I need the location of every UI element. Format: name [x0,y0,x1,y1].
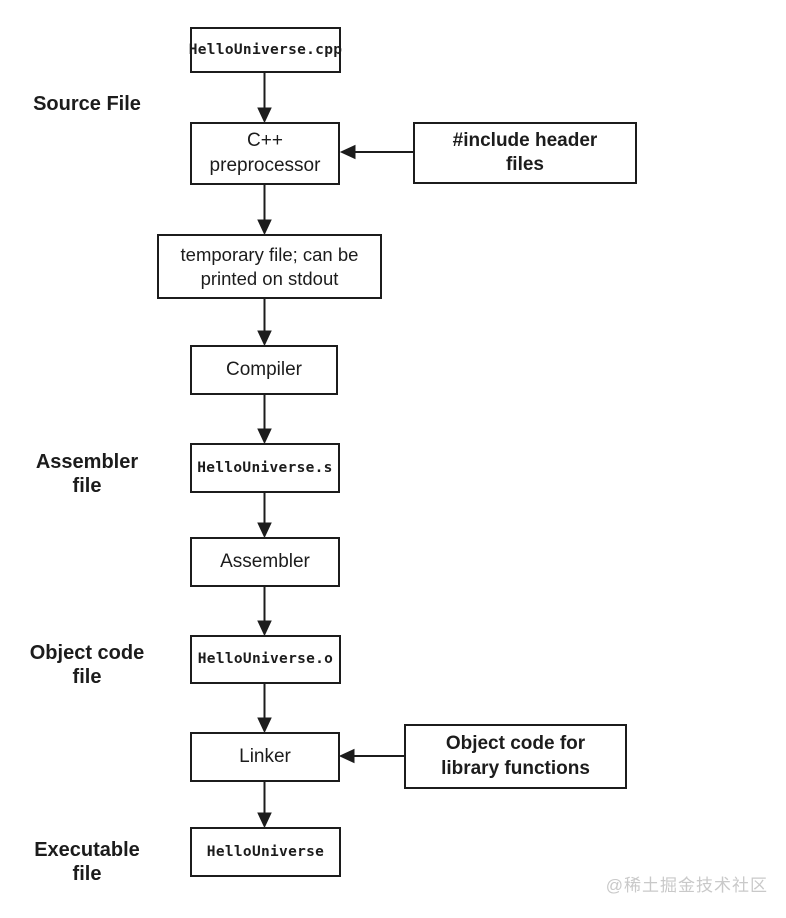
node-object-file: HelloUniverse.o [190,635,341,684]
label-object-code-file: Object code file [29,642,145,688]
node-executable: HelloUniverse [190,827,341,877]
label-assembler-file: Assembler file [35,451,139,497]
node-temporary-file: temporary file; can be printed on stdout [157,234,382,299]
node-cpp-preprocessor: C++ preprocessor [190,122,340,185]
arrow-objectfile-to-linker [257,684,272,734]
node-object-code-library: Object code for library functions [404,724,627,789]
arrow-objectlib-to-linker [338,748,404,764]
node-compiler: Compiler [190,345,338,395]
arrow-preprocessor-to-tempfile [257,185,272,236]
node-linker: Linker [190,732,340,782]
arrow-cpp-to-preprocessor [257,73,272,124]
label-executable-file: Executable file [34,839,140,885]
watermark-text: @稀土掘金技术社区 [605,876,768,895]
arrow-linker-to-executable [257,782,272,829]
node-source-cpp-file: HelloUniverse.cpp [189,27,342,73]
node-include-header-files: #include header files [413,122,637,184]
arrow-compiler-to-assemblyfile [257,395,272,445]
arrow-assemblyfile-to-assembler [257,493,272,539]
label-source-file: Source File [33,93,141,115]
arrow-include-to-preprocessor [339,144,413,160]
arrow-tempfile-to-compiler [257,299,272,347]
arrow-assembler-to-objectfile [257,587,272,637]
node-assembler: Assembler [190,537,340,587]
node-assembly-file: HelloUniverse.s [190,443,340,493]
